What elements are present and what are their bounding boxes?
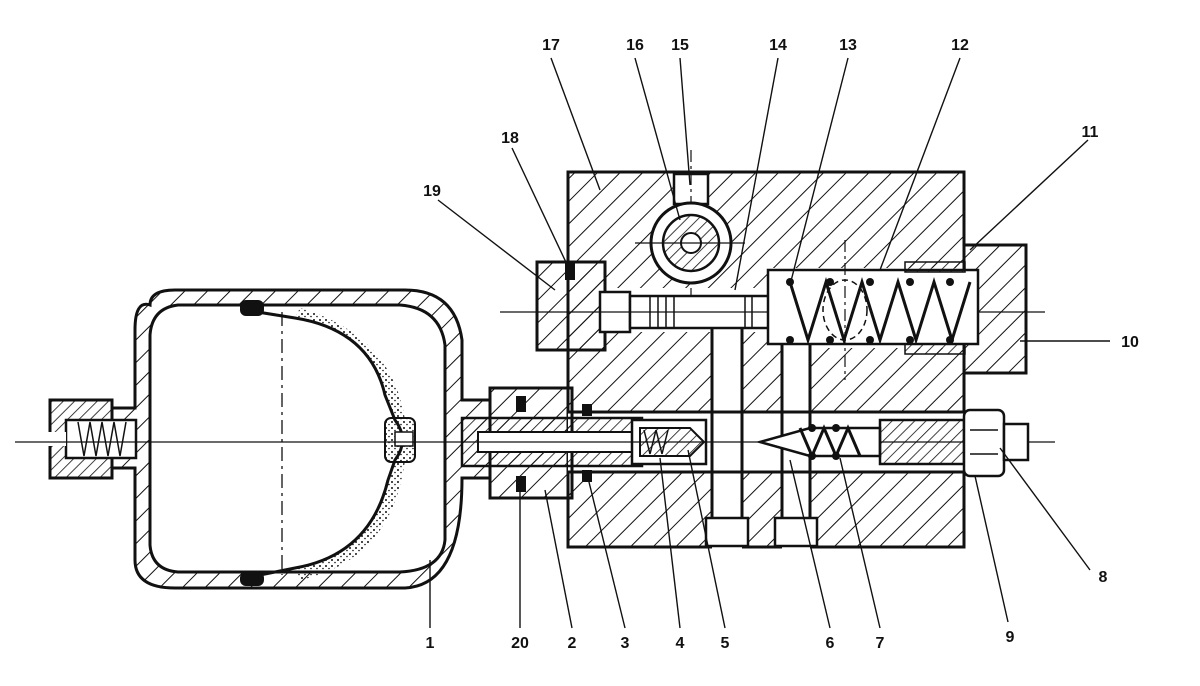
callout-11: 11	[1082, 124, 1099, 141]
callout-labels: 17 16 15 14 13 12 11 18 19 10 8 9 1 20 2…	[423, 37, 1139, 652]
callout-2: 2	[568, 635, 577, 652]
callout-15: 15	[671, 37, 689, 54]
callout-12: 12	[951, 37, 969, 54]
callout-7: 7	[876, 635, 885, 652]
callout-10: 10	[1121, 334, 1139, 351]
rotary-element	[635, 201, 745, 285]
callout-18: 18	[501, 130, 519, 147]
callout-16: 16	[626, 37, 644, 54]
throttle-adjuster	[755, 408, 1030, 478]
callout-8: 8	[1099, 569, 1108, 586]
callout-5: 5	[721, 635, 730, 652]
callout-4: 4	[676, 635, 685, 652]
leader-lines	[429, 57, 1110, 629]
callout-14: 14	[769, 37, 787, 54]
callout-17: 17	[542, 37, 560, 54]
accumulator-bladder	[240, 300, 416, 586]
callout-1: 1	[426, 635, 435, 652]
callout-6: 6	[826, 635, 835, 652]
callout-9: 9	[1006, 629, 1015, 646]
callout-19: 19	[423, 183, 441, 200]
left-cap	[535, 260, 632, 352]
accumulator-shell	[110, 288, 492, 590]
right-cap	[766, 240, 1028, 380]
callout-3: 3	[621, 635, 630, 652]
callout-13: 13	[839, 37, 857, 54]
callout-20: 20	[511, 635, 529, 652]
